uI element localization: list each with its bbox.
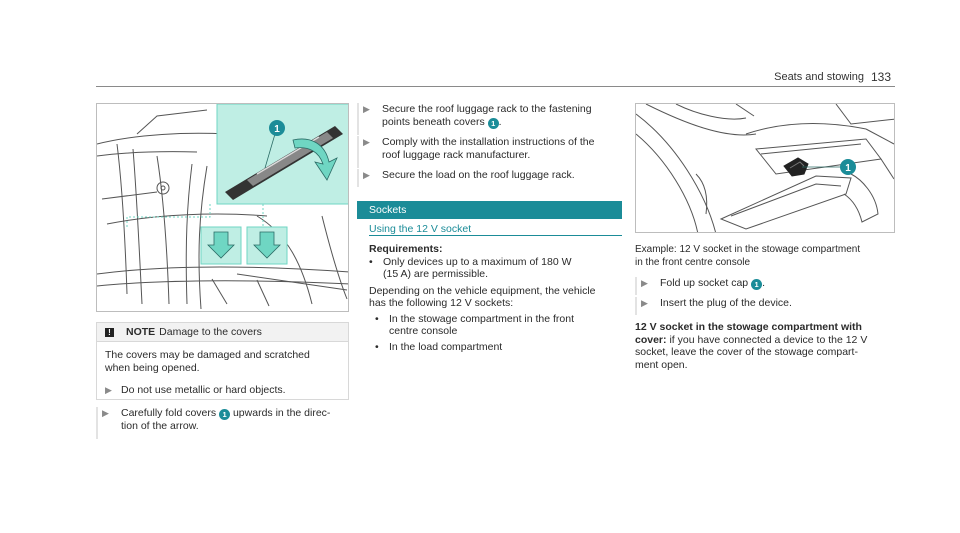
- step-text: Fold up socket cap: [660, 277, 749, 289]
- note-action-text: Do not use metallic or hard objects.: [121, 384, 286, 396]
- note-body: The covers may be damaged and scratched …: [97, 342, 348, 397]
- step-arrow-icon: ▶: [641, 298, 648, 308]
- note-title: Damage to the covers: [159, 326, 262, 338]
- section-title: Sockets: [357, 201, 622, 219]
- step-arrow-icon: ▶: [363, 170, 370, 180]
- callout-badge: [269, 120, 285, 136]
- mid-step-1: ▶ Secure the roof luggage rack to the fa…: [357, 103, 622, 135]
- socket-item: • In the load compartment: [375, 340, 503, 353]
- figure-caption: Example: 12 V socket in the stowage comp…: [635, 244, 861, 268]
- section-subtitle: Using the 12 V socket: [369, 223, 472, 235]
- bullet-icon: •: [375, 340, 379, 353]
- socket-figure: 1: [635, 103, 895, 233]
- note-label: NOTE: [126, 326, 156, 338]
- car-roof-illustration: 1: [97, 104, 348, 310]
- callout-ref-icon: 1: [751, 279, 763, 290]
- step-text: roof luggage rack manufacturer.: [382, 148, 531, 161]
- header-rule: [96, 86, 895, 87]
- mid-step-2: ▶ Comply with the installation instructi…: [357, 136, 622, 168]
- figure-callout-label: 1: [274, 124, 280, 135]
- callout-ref-icon: 1: [487, 117, 499, 129]
- step-text: points beneath covers: [382, 115, 485, 128]
- requirements: Requirements: • Only devices up to a max…: [369, 243, 622, 353]
- step-arrow-icon: ▶: [641, 278, 648, 288]
- right-step-2: ▶ Insert the plug of the device.: [635, 297, 895, 315]
- note-box: ! NOTE Damage to the covers The covers m…: [96, 322, 349, 400]
- callout-ref-icon: 1: [219, 409, 231, 420]
- step-text: Secure the roof luggage rack to the fast…: [382, 103, 592, 115]
- note-text: The covers may be damaged and scratched …: [105, 349, 310, 374]
- callout-badge: [840, 159, 856, 175]
- step-bar: [96, 407, 98, 439]
- mid-step-3: ▶ Secure the load on the roof luggage ra…: [357, 169, 622, 187]
- info-paragraph: 12 V socket in the stowage compartment w…: [635, 321, 895, 371]
- roof-cover-figure: 1: [96, 103, 349, 312]
- step-arrow-icon: ▶: [363, 137, 370, 147]
- right-step-1: ▶ Fold up socket cap 1.: [635, 277, 895, 295]
- step-text: Insert the plug of the device.: [660, 297, 792, 309]
- paragraph-text: has the following 12 V sockets:: [369, 297, 514, 309]
- step-arrow-icon: ▶: [105, 385, 112, 395]
- paragraph-text: Depending on the vehicle equipment, the …: [369, 284, 596, 297]
- step-text: Comply with the installation instruction…: [382, 136, 595, 148]
- step-text: tion of the arrow.: [121, 420, 199, 432]
- running-header: Seats and stowing: [774, 71, 864, 83]
- figure-callout-label: 1: [845, 163, 851, 174]
- bullet-icon: •: [369, 255, 373, 268]
- info-heading: 12 V socket in the stowage compartment w…: [635, 321, 862, 333]
- step-text: Carefully fold covers: [121, 407, 217, 419]
- requirements-label: Requirements:: [369, 243, 443, 255]
- requirement-text: Only devices up to a maximum of 180 W: [383, 255, 572, 268]
- step-text: Secure the load on the roof luggage rack…: [382, 169, 575, 181]
- subtitle-rule: [369, 235, 622, 236]
- note-action: ▶ Do not use metallic or hard objects.: [105, 384, 340, 397]
- requirement-text: (15 A) are permissible.: [383, 268, 489, 280]
- warning-icon: !: [105, 327, 114, 337]
- note-header: ! NOTE Damage to the covers: [97, 323, 348, 342]
- center-console-illustration: 1: [636, 104, 894, 232]
- bullet-icon: •: [375, 312, 379, 325]
- info-label: cover:: [635, 333, 667, 346]
- socket-item: • In the stowage compartment in the fron…: [375, 312, 575, 338]
- step-arrow-icon: ▶: [102, 408, 109, 418]
- step-arrow-icon: ▶: [363, 104, 370, 114]
- step-text: upwards in the direc-: [232, 407, 331, 419]
- page-number: 133: [871, 70, 892, 84]
- left-step: ▶ Carefully fold covers 1 upwards in the…: [96, 407, 349, 439]
